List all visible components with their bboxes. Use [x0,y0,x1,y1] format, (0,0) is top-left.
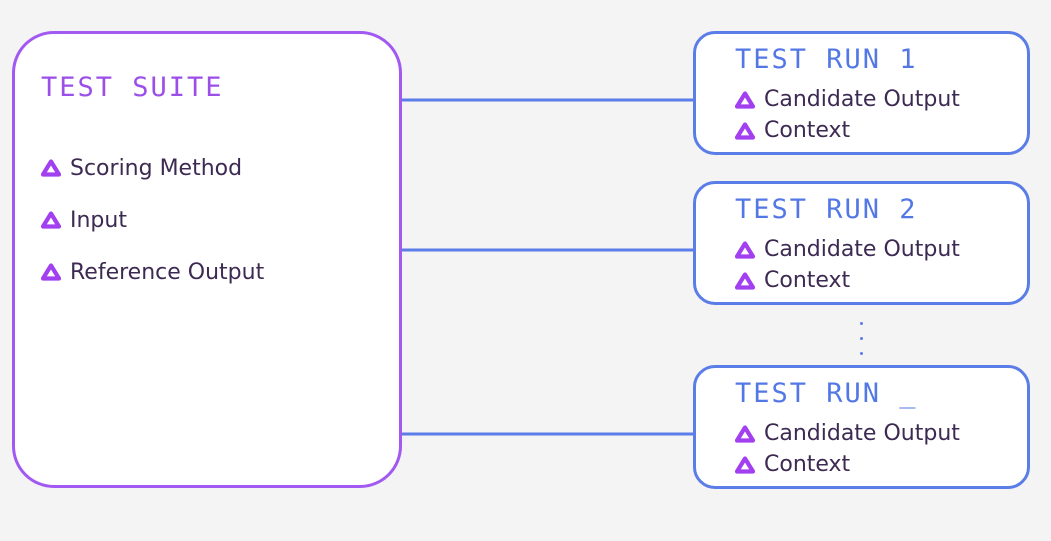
suite-item-reference-output: Reference Output [41,246,264,298]
ellipsis-dot [860,322,863,325]
run-item-label: Candidate Output [764,237,960,262]
run-item-context: Context [735,115,960,146]
run-item-candidate-output: Candidate Output [735,234,960,265]
test-run-title: TEST RUN 1 [735,44,918,75]
triangle-icon [735,90,755,109]
test-run-box-n: TEST RUN _ Candidate Output Context [693,365,1030,489]
run-item-label: Candidate Output [764,421,960,446]
run-item-context: Context [735,449,960,480]
run-item-label: Context [764,452,851,477]
test-run-title: TEST RUN _ [735,378,918,409]
triangle-icon [735,271,755,290]
suite-item-label: Input [70,207,127,233]
triangle-icon [735,455,755,474]
triangle-icon [735,121,755,140]
triangle-icon [41,211,61,229]
vertical-ellipsis [859,322,865,356]
run-item-context: Context [735,265,960,296]
test-suite-title: TEST SUITE [41,72,224,103]
run-item-candidate-output: Candidate Output [735,84,960,115]
suite-item-label: Reference Output [70,259,265,285]
test-run-title: TEST RUN 2 [735,194,918,225]
triangle-icon [735,424,755,443]
suite-item-label: Scoring Method [70,155,243,181]
test-run-box-2: TEST RUN 2 Candidate Output Context [693,181,1030,305]
test-suite-items: Scoring Method Input Reference Output [41,142,264,298]
test-run-items: Candidate Output Context [735,84,960,146]
triangle-icon [41,263,61,281]
run-item-candidate-output: Candidate Output [735,418,960,449]
test-suite-box: TEST SUITE Scoring Method Input Referenc… [12,31,402,488]
ellipsis-dot [860,352,863,355]
suite-item-input: Input [41,194,264,246]
test-run-box-1: TEST RUN 1 Candidate Output Context [693,31,1030,155]
suite-item-scoring-method: Scoring Method [41,142,264,194]
triangle-icon [735,240,755,259]
test-run-items: Candidate Output Context [735,234,960,296]
triangle-icon [41,159,61,177]
run-item-label: Candidate Output [764,87,960,112]
test-run-items: Candidate Output Context [735,418,960,480]
run-item-label: Context [764,118,851,143]
ellipsis-dot [860,337,863,340]
run-item-label: Context [764,268,851,293]
